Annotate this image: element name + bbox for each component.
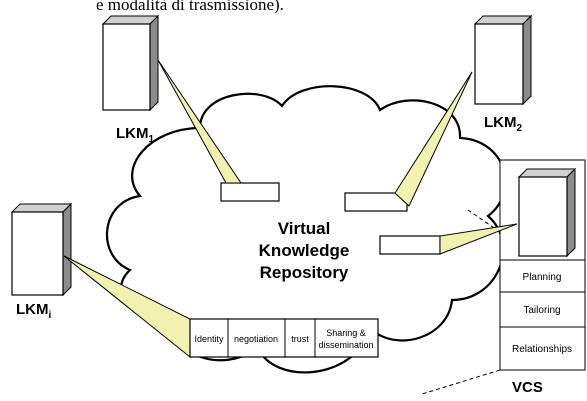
vcs-row-relationships-label: Relationships bbox=[512, 344, 572, 355]
service-sharing-line1: Sharing & bbox=[326, 328, 366, 338]
service-sharing-line2: dissemination bbox=[318, 340, 373, 350]
services-table: Identity negotiation trust Sharing & dis… bbox=[189, 318, 379, 358]
server-lkm2 bbox=[473, 14, 533, 106]
server-lkm1 bbox=[101, 14, 160, 112]
services-table-frame bbox=[189, 318, 379, 358]
vcs-server-front bbox=[518, 176, 568, 257]
cloud-shape bbox=[106, 85, 507, 374]
service-trust: trust bbox=[291, 334, 309, 344]
lkm1-label-sub: 1 bbox=[149, 134, 155, 145]
lkm2-label-sub: 2 bbox=[517, 123, 523, 134]
lkmi-label-sub: i bbox=[49, 310, 52, 321]
lkm1-label-base: LKM bbox=[116, 125, 149, 142]
cloud-label-line2: Knowledge bbox=[259, 241, 350, 260]
server-lkmi bbox=[10, 202, 73, 297]
lkmi-label-base: LKM bbox=[16, 301, 49, 318]
lkm1-label: LKM1 bbox=[116, 125, 155, 145]
vcs-row-relationships bbox=[499, 326, 586, 371]
server-lkm2-side bbox=[522, 14, 532, 106]
vcs-callout-beam bbox=[439, 223, 518, 255]
vcs-connector-bottom bbox=[421, 369, 501, 395]
vcs-row-planning bbox=[499, 259, 586, 293]
lkm2-label-base: LKM bbox=[484, 114, 517, 131]
server-lkm1-side bbox=[149, 14, 159, 112]
vcs-label: VCS bbox=[512, 379, 543, 396]
service-identity: Identity bbox=[194, 334, 224, 344]
server-lkm2-top bbox=[473, 15, 533, 25]
vcs-row-tailoring bbox=[499, 291, 586, 328]
vcs-server-side bbox=[566, 167, 576, 258]
server-lkmi-side bbox=[62, 202, 72, 297]
lkm2-label: LKM2 bbox=[484, 114, 523, 134]
cloud-label-line1: Virtual bbox=[278, 219, 331, 238]
cloud-label-line3: Repository bbox=[260, 263, 349, 282]
lkm1-callout-beam bbox=[157, 59, 242, 184]
vcs-callout-box bbox=[379, 235, 441, 255]
server-lkmi-top bbox=[10, 203, 73, 213]
lkm1-callout-box bbox=[220, 182, 280, 202]
server-lkm2-front bbox=[474, 23, 524, 105]
lkm2-callout-beam bbox=[394, 71, 473, 207]
server-lkmi-front bbox=[11, 211, 64, 296]
lkmi-label: LKMi bbox=[16, 301, 52, 321]
cloud-label: Virtual Knowledge Repository bbox=[259, 219, 350, 282]
server-lkm1-top bbox=[101, 15, 160, 25]
vcs-row-tailoring-label: Tailoring bbox=[523, 305, 560, 316]
service-negotiation: negotiation bbox=[234, 334, 278, 344]
top-caption: e modalità di trasmissione). bbox=[96, 0, 284, 14]
server-lkm1-front bbox=[102, 23, 151, 111]
vcs-row-planning-label: Planning bbox=[523, 272, 562, 283]
vcs-panel: Planning Tailoring Relationships bbox=[499, 159, 586, 371]
vcs-server-top bbox=[517, 168, 577, 178]
